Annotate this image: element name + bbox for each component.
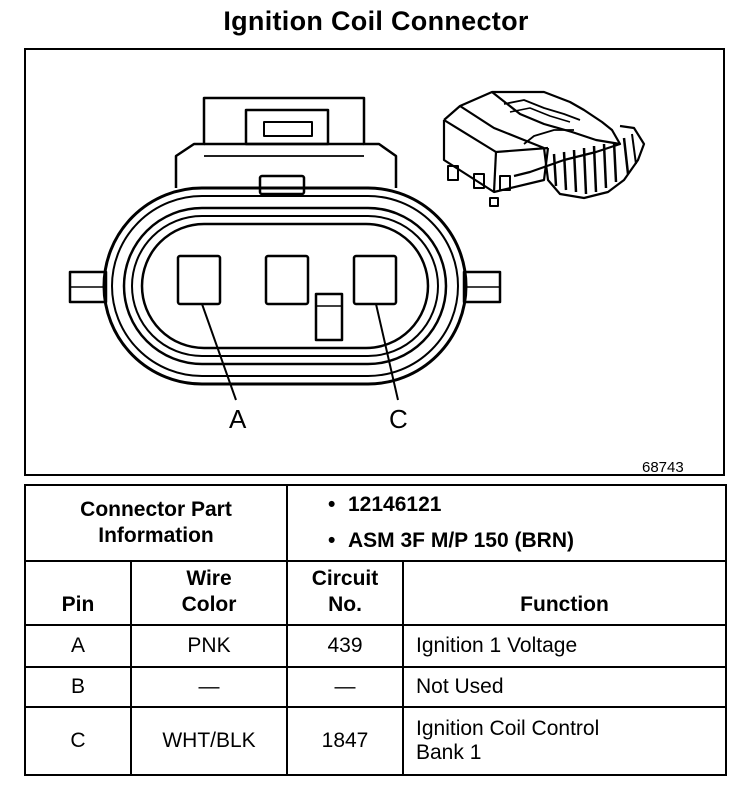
cell-function-line2: Bank 1: [416, 741, 482, 764]
diagram-frame: [24, 48, 725, 476]
header-wire-color: Wire Color: [130, 560, 288, 626]
pin-cavity-b: [264, 254, 310, 306]
leader-line-c: [375, 303, 399, 401]
cell-wire-color: PNK: [130, 624, 288, 668]
part-info-label-line2: Information: [98, 524, 214, 547]
bullet-icon: •: [328, 493, 336, 516]
page-title: Ignition Coil Connector: [223, 6, 529, 36]
part-info-row: Connector Part Information • 12146121 • AS…: [24, 484, 727, 562]
cell-circuit: —: [286, 666, 404, 708]
figure-number: 68743: [642, 459, 684, 476]
table-row: A PNK 439 Ignition 1 Voltage: [24, 624, 727, 668]
pin-cavity-a: [176, 254, 222, 306]
connector-isometric-view: [442, 90, 646, 207]
cell-pin: C: [24, 706, 132, 776]
pin-cavity-c: [352, 254, 398, 306]
center-key: [314, 292, 344, 342]
cell-wire-color: —: [130, 666, 288, 708]
cell-pin: A: [24, 624, 132, 668]
table-header-row: Pin Wire Color Circuit No. Function: [24, 560, 727, 626]
connector-side-tabs: [68, 270, 502, 304]
bullet-icon: •: [328, 529, 336, 552]
table-row: C WHT/BLK 1847 Ignition Coil Control Ban…: [24, 706, 727, 776]
pin-label-a: A: [229, 404, 247, 434]
table-row: B — — Not Used: [24, 666, 727, 708]
cell-function: Ignition Coil Control Bank 1: [402, 706, 727, 776]
header-pin: Pin: [24, 560, 132, 626]
leader-line-a: [201, 303, 237, 401]
cell-function: Not Used: [402, 666, 727, 708]
cell-circuit: 439: [286, 624, 404, 668]
header-circuit-no: Circuit No.: [286, 560, 404, 626]
part-number: 12146121: [348, 493, 442, 516]
connector-latch: [174, 96, 398, 196]
connector-oval-body: [102, 186, 468, 386]
pin-label-c: C: [389, 404, 408, 434]
cell-function-line1: Ignition Coil Control: [416, 717, 600, 740]
part-info-label-line1: Connector Part: [80, 498, 232, 521]
header-function: Function: [402, 560, 727, 626]
part-description: ASM 3F M/P 150 (BRN): [348, 529, 574, 552]
part-info-values: • 12146121 • ASM 3F M/P 150 (BRN): [286, 484, 727, 562]
cell-function: Ignition 1 Voltage: [402, 624, 727, 668]
connector-drawing: [68, 90, 646, 401]
pin-cavities: [176, 254, 398, 342]
cell-wire-color: WHT/BLK: [130, 706, 288, 776]
connector-info-table: Connector Part Information • 12146121 • AS…: [24, 484, 727, 776]
cell-circuit: 1847: [286, 706, 404, 776]
part-info-label: Connector Part Information: [24, 484, 288, 562]
cell-pin: B: [24, 666, 132, 708]
